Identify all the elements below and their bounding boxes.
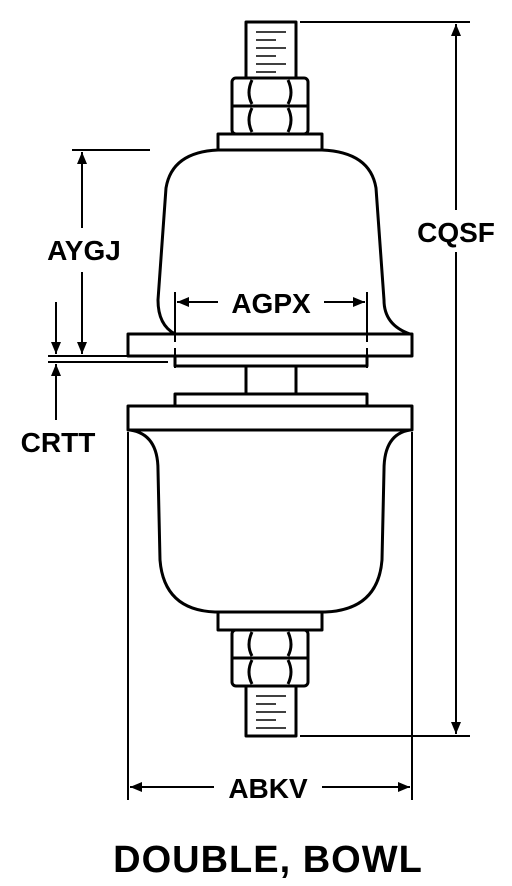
- bottom-threaded-stud: [244, 684, 298, 738]
- top-hex-nut: [230, 76, 310, 136]
- label-agpx: AGPX: [231, 288, 311, 319]
- agpx-hidden-lines: [174, 334, 368, 368]
- top-threaded-stud: [244, 20, 298, 84]
- upper-flange: [126, 332, 414, 358]
- upper-bowl: [156, 148, 412, 336]
- lower-flange-boss: [173, 392, 369, 408]
- dimension-labels: CQSF AYGJ AGPX CRTT ABKV: [21, 217, 495, 804]
- diagram-caption: DOUBLE, BOWL: [113, 839, 423, 881]
- label-cqsf: CQSF: [417, 217, 495, 248]
- lower-bowl: [128, 428, 412, 614]
- label-crtt: CRTT: [21, 427, 96, 458]
- lower-flange: [126, 404, 414, 432]
- bottom-hex-nut: [230, 628, 310, 688]
- label-abkv: ABKV: [228, 773, 308, 804]
- dimension-lines: [48, 21, 470, 800]
- label-aygj: AYGJ: [47, 235, 121, 266]
- center-stem: [244, 364, 298, 398]
- shock-mount-outline: [126, 20, 414, 738]
- lower-collar: [216, 610, 324, 632]
